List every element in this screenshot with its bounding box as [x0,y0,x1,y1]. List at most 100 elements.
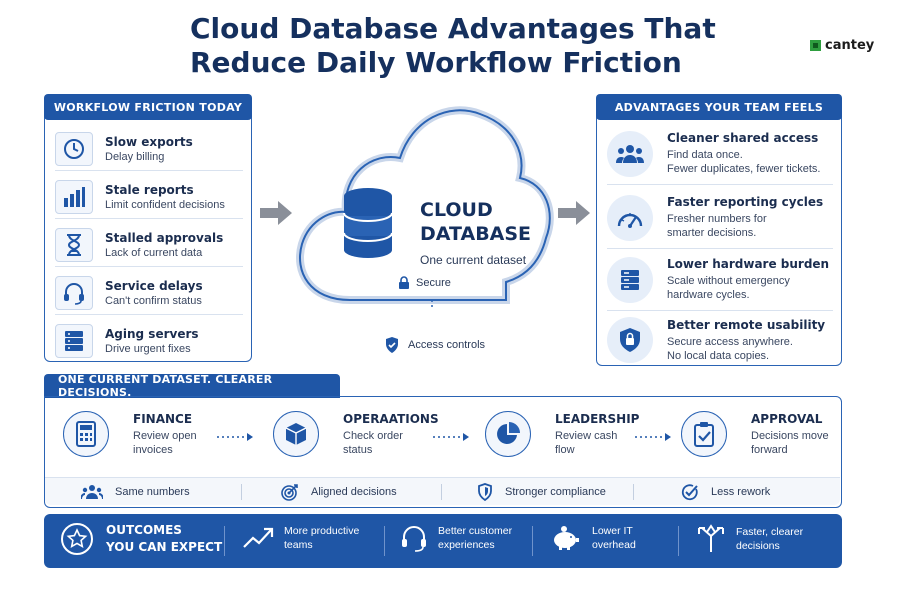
strip-item-label: Aligned decisions [311,486,397,498]
flow-step-title: OPERAATIONS [343,411,439,426]
cloud-shape [296,106,554,307]
advantage-line-2: No local data copies. [667,349,770,362]
advantages-panel: ADVANTAGES YOUR TEAM FEELS Cleaner share… [596,94,842,366]
flow-step-title: FINANCE [133,411,193,426]
star-badge-icon [61,523,93,555]
cloud-subtitle: One current dataset [420,253,527,267]
outcome-line-1: Faster, clearer [736,526,804,538]
outcome-item-clearer-decisions: Faster, clearer decisions [696,524,814,554]
outcome-line-2: teams [284,539,313,551]
flow-step-line-1: Review open [133,429,197,442]
outcome-line-1: More productive [284,525,360,537]
dotted-arrow-icon [433,433,469,441]
outcome-line-2: overhead [592,539,636,551]
outcomes-divider [224,526,225,556]
outcomes-divider [384,526,385,556]
team-icon [607,130,653,177]
brand-mark-icon [810,40,821,51]
advantage-title: Faster reporting cycles [667,195,824,209]
flow-step-line-2: invoices [133,443,173,456]
gauge-icon [607,194,653,241]
strip-divider [241,484,242,500]
dataset-heading: ONE CURRENT DATASET. CLEARER DECISIONS. [44,373,340,399]
friction-item-subtitle: Drive urgent fixes [105,343,191,355]
access-controls-text: Access controls [408,339,486,351]
outcomes-lead-line-1: OUTCOMES [106,523,182,537]
friction-item-stale-reports: Stale reports Limit confident decisions [55,175,243,219]
calculator-icon [63,411,109,457]
arrow-right-icon [260,201,292,225]
friction-item-subtitle: Lack of current data [105,246,203,259]
dotted-arrow-icon [635,433,671,441]
advantage-item-shared-access: Cleaner shared access Find data once. Few… [607,123,833,185]
friction-item-subtitle: Limit confident decisions [105,198,225,211]
brand-name: cantey [825,38,875,53]
flow-step-line-1: Review cash [555,429,618,442]
headset-icon [402,526,426,552]
bar-chart-icon [55,179,93,214]
friction-item-title: Slow exports [105,134,193,149]
outcome-line-2: decisions [736,540,780,552]
page-title: Cloud Database Advantages That Reduce Da… [190,12,750,80]
friction-panel: WORKFLOW FRICTION TODAY Slow exports Del… [44,94,252,362]
advantage-line-1: Scale without emergency [667,275,790,287]
secure-text: Secure [416,277,451,289]
advantage-title: Lower hardware burden [667,257,830,271]
benefit-strip: Same numbers Aligned decisions Stronger … [45,477,840,505]
server-icon [55,324,93,358]
strip-divider [633,484,634,500]
trend-up-icon [243,527,274,548]
friction-item-stalled-approvals: Stalled approvals Lack of current data [55,223,243,267]
advantage-line-2: smarter decisions. [667,227,757,239]
hourglass-icon [55,227,93,262]
friction-item-title: Aging servers [105,327,199,341]
advantage-item-hardware-burden: Lower hardware burden Scale without emer… [607,249,833,311]
database-icon [343,188,393,258]
outcomes-divider [532,526,533,556]
clipboard-check-icon [681,411,727,457]
outcome-line-2: experiences [438,539,495,551]
strip-divider [441,484,442,500]
advantage-line-1: Find data once. [667,149,743,161]
outcomes-divider [678,526,679,556]
strip-item-label: Less rework [711,486,771,498]
advantage-item-reporting-cycles: Faster reporting cycles Fresher numbers … [607,187,833,249]
outcome-line-1: Lower IT [592,525,633,537]
flow-step-line-2: forward [751,443,788,456]
piggy-bank-icon [554,526,579,550]
lock-shield-icon [607,317,653,363]
advantage-line-2: Fewer duplicates, fewer tickets. [667,163,821,175]
cloud-secure-label: Secure [398,276,451,290]
strip-item-aligned-decisions: Aligned decisions [281,478,397,506]
flow-step-line-1: Decisions move [751,429,829,442]
server-rack-icon [607,256,653,303]
shield-icon [478,483,492,501]
advantage-title: Cleaner shared access [667,131,819,145]
advantages-heading: ADVANTAGES YOUR TEAM FEELS [596,94,842,120]
friction-item-service-delays: Service delays Can't confirm status [55,271,243,315]
strip-item-same-numbers: Same numbers [81,478,190,506]
check-circle-icon [681,484,698,501]
lock-icon [399,276,409,289]
advantage-line-2: hardware cycles. [667,289,750,301]
friction-heading: WORKFLOW FRICTION TODAY [44,94,252,120]
outcome-item-productive-teams: More productive teams [242,524,362,552]
flow-step-line-2: flow [555,443,575,456]
advantage-title: Better remote usability [667,317,826,332]
strip-item-less-rework: Less rework [681,478,770,506]
access-controls-label: Access controls [384,336,485,354]
cloud-title-line-2: DATABASE [420,223,532,245]
friction-item-slow-exports: Slow exports Delay billing [55,127,243,171]
flow-step-title: APPROVAL [751,411,823,426]
page-title-line-1: Cloud Database Advantages That [190,12,716,45]
friction-item-title: Stalled approvals [105,230,224,245]
friction-item-subtitle: Can't confirm status [105,294,202,307]
friction-item-title: Service delays [105,278,203,293]
strip-item-label: Same numbers [115,486,190,498]
advantage-line-1: Secure access anywhere. [667,335,793,348]
